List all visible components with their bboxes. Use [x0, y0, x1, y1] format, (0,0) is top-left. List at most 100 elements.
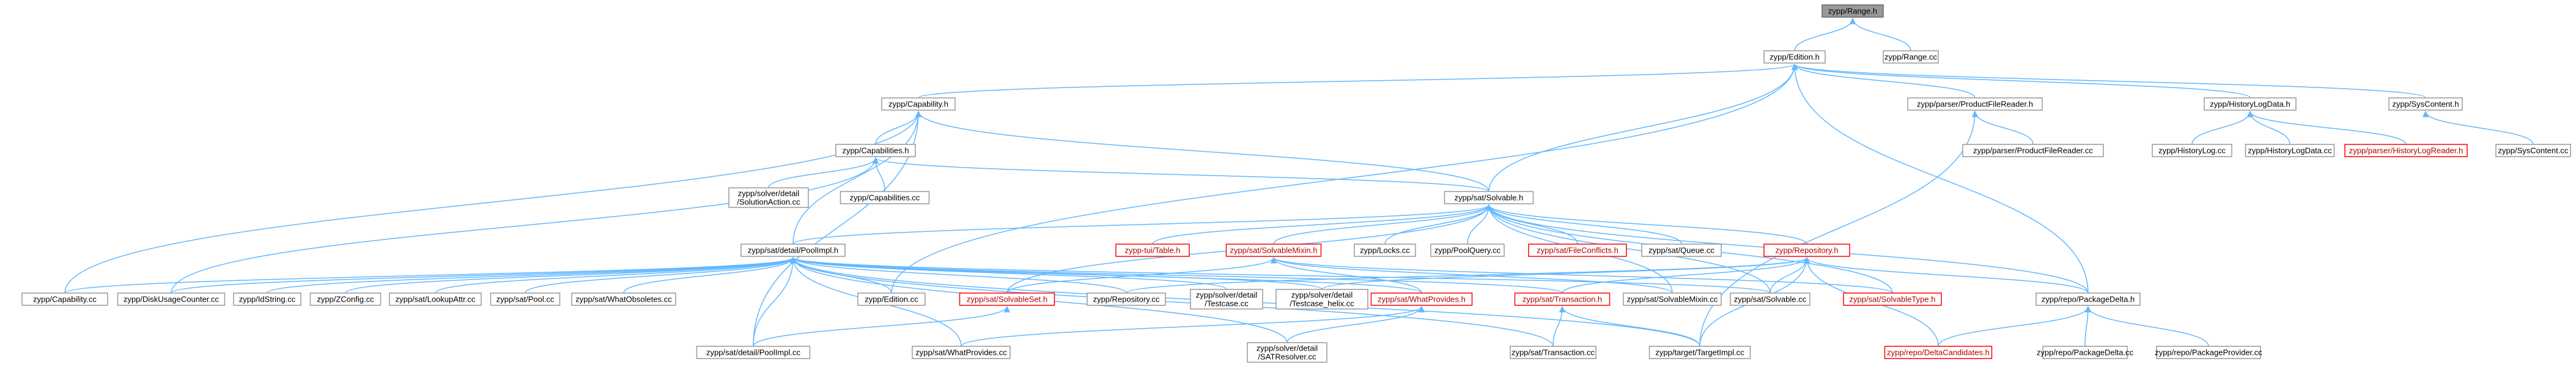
graph-node[interactable]: zypp/sat/SolvableSet.h	[959, 292, 1055, 306]
graph-node[interactable]: zypp/Range.h	[1821, 4, 1884, 18]
edge-n17-to-n15	[1152, 204, 1493, 245]
edge-n39-to-n16	[790, 256, 1771, 294]
graph-node[interactable]: zypp/solver/detail/SolutionAction.cc	[728, 187, 809, 208]
graph-node[interactable]: zypp/sat/Pool.cc	[490, 292, 561, 306]
node-label: zypp-tui/Table.h	[1124, 246, 1180, 255]
edge-n15-to-n7	[873, 157, 1489, 192]
graph-node[interactable]: zypp/HistoryLogData.cc	[2245, 144, 2335, 157]
graph-node[interactable]: zypp/solver/detail/SATResolver.cc	[1247, 342, 1327, 363]
node-label: zypp/sat/FileConflicts.h	[1537, 246, 1618, 255]
graph-node[interactable]: zypp/parser/HistoryLogReader.h	[2344, 144, 2468, 157]
graph-node[interactable]: zypp/solver/detail/Testcase.cc	[1190, 289, 1263, 310]
edge-n24-to-n16	[64, 256, 796, 294]
graph-node[interactable]: zypp/sat/Transaction.cc	[1510, 346, 1596, 359]
graph-node[interactable]: zypp/repo/PackageProvider.cc	[2155, 346, 2262, 359]
node-label: zypp/sat/WhatObsoletes.cc	[575, 295, 672, 304]
graph-node[interactable]: zypp/Edition.cc	[857, 292, 926, 306]
edge-n16-to-n3	[792, 110, 922, 245]
node-box	[881, 97, 956, 111]
node-label: zypp/sat/WhatProvides.h	[1378, 295, 1466, 304]
edge-n37-to-n23	[1562, 256, 1810, 294]
edge-n15-to-n3	[915, 110, 1489, 192]
graph-node[interactable]: zypp/SysContent.cc	[2495, 144, 2571, 157]
graph-node[interactable]: zypp/Capabilities.cc	[840, 191, 930, 204]
graph-node[interactable]: zypp/sat/SolvableMixin.cc	[1623, 292, 1722, 306]
edge-n22-to-n15	[1485, 204, 1682, 245]
graph-node[interactable]: zypp/sat/WhatProvides.cc	[912, 346, 1011, 359]
graph-node[interactable]: zypp/sat/Solvable.cc	[1730, 292, 1810, 306]
node-label: zypp/solver/detail	[1196, 291, 1258, 300]
edge-n30-to-n16	[623, 256, 797, 294]
edge-n46-to-n4	[1699, 110, 1979, 347]
graph-node[interactable]: zypp/Range.cc	[1883, 50, 1939, 64]
graph-node[interactable]: zypp/SysContent.h	[2388, 97, 2463, 111]
edge-n27-to-n16	[345, 256, 797, 294]
graph-node[interactable]: zypp/sat/FileConflicts.h	[1528, 244, 1627, 257]
graph-node[interactable]: zypp/repo/PackageDelta.h	[2035, 292, 2141, 306]
node-box	[1843, 292, 1942, 306]
node-box	[1190, 289, 1263, 310]
edge-n28-to-n16	[435, 256, 797, 294]
node-label: zypp/repo/PackageDelta.h	[2042, 295, 2135, 304]
node-label: zypp/solver/detail	[1257, 344, 1318, 353]
node-box	[2156, 346, 2261, 359]
graph-node[interactable]: zypp/parser/ProductFileReader.h	[1907, 97, 2043, 111]
graph-node[interactable]: zypp/parser/ProductFileReader.cc	[1962, 144, 2104, 157]
graph-node[interactable]: zypp/sat/LookupAttr.cc	[389, 292, 482, 306]
edge-n9-to-n5	[2191, 110, 2254, 145]
graph-node[interactable]: zypp/Repository.cc	[1087, 292, 1166, 306]
node-label: zypp/parser/ProductFileReader.cc	[1973, 146, 2093, 155]
graph-node[interactable]: zypp/Locks.cc	[1354, 244, 1416, 257]
edge-n23-to-n15	[1485, 204, 1807, 245]
edge-n12-to-n6	[2422, 110, 2534, 145]
graph-node[interactable]: zypp/sat/Solvable.h	[1444, 191, 1534, 204]
node-box	[840, 191, 930, 204]
graph-node[interactable]: zypp/Capability.cc	[21, 292, 108, 306]
graph-node[interactable]: zypp/solver/detail/Testcase_helix.cc	[1275, 289, 1368, 310]
graph-node[interactable]: zypp/sat/Transaction.h	[1514, 292, 1611, 306]
graph-node[interactable]: zypp/Capabilities.h	[835, 144, 916, 157]
node-label: zypp/sat/detail/PoolImpl.cc	[706, 348, 800, 357]
node-label: zypp/DiskUsageCounter.cc	[124, 295, 220, 304]
graph-node[interactable]: zypp/sat/Queue.cc	[1641, 244, 1722, 257]
graph-node[interactable]: zypp/PoolQuery.cc	[1430, 244, 1505, 257]
node-box	[2152, 144, 2232, 157]
graph-node[interactable]: zypp/sat/SolvableMixin.h	[1225, 244, 1322, 257]
node-box	[1510, 346, 1596, 359]
node-label: zypp/Edition.h	[1770, 53, 1820, 62]
graph-node[interactable]: zypp/repo/DeltaCandidates.h	[1884, 346, 1993, 359]
node-label: zypp/parser/ProductFileReader.h	[1917, 100, 2033, 109]
graph-node[interactable]: zypp/Capability.h	[881, 97, 956, 111]
graph-node[interactable]: zypp/HistoryLogData.h	[2204, 97, 2297, 111]
graph-node[interactable]: zypp/sat/WhatObsoletes.cc	[571, 292, 676, 306]
graph-node[interactable]: zypp/IdString.cc	[233, 292, 301, 306]
graph-node[interactable]: zypp/repo/PackageDelta.cc	[2037, 346, 2134, 359]
edge-n3-to-n1	[918, 63, 1798, 99]
graph-node[interactable]: zypp/Repository.h	[1763, 244, 1850, 257]
edge-n43-to-n36	[961, 305, 1425, 347]
node-box	[2245, 144, 2335, 157]
graph-node[interactable]: zypp/DiskUsageCounter.cc	[117, 292, 226, 306]
edge-n7-to-n3	[875, 110, 922, 145]
graph-node[interactable]: zypp/ZConfig.cc	[309, 292, 382, 306]
graph-node[interactable]: zypp-tui/Table.h	[1115, 244, 1190, 257]
graph-node[interactable]: zypp/sat/SolvableType.h	[1843, 292, 1942, 306]
node-box	[959, 292, 1055, 306]
graph-node[interactable]: zypp/sat/detail/PoolImpl.h	[740, 244, 846, 257]
graph-node[interactable]: zypp/target/TargetImpl.cc	[1648, 346, 1751, 359]
node-box	[1884, 346, 1993, 359]
edge-n42-to-n32	[753, 305, 1011, 347]
node-box	[696, 346, 811, 359]
node-label: zypp/HistoryLog.cc	[2158, 146, 2226, 155]
graph-node[interactable]: zypp/HistoryLog.cc	[2152, 144, 2232, 157]
edge-n18-to-n15	[1273, 204, 1493, 245]
edge-n39-to-n23	[1770, 256, 1810, 294]
node-label: zypp/Capability.h	[888, 100, 948, 109]
node-label: zypp/sat/Transaction.cc	[1511, 348, 1595, 357]
graph-node[interactable]: zypp/Edition.h	[1763, 50, 1826, 64]
node-box	[1763, 244, 1850, 257]
node-label: zypp/PoolQuery.cc	[1434, 246, 1501, 255]
edge-n25-to-n16	[171, 256, 796, 294]
graph-node[interactable]: zypp/sat/detail/PoolImpl.cc	[696, 346, 811, 359]
graph-node[interactable]: zypp/sat/WhatProvides.h	[1370, 292, 1473, 306]
